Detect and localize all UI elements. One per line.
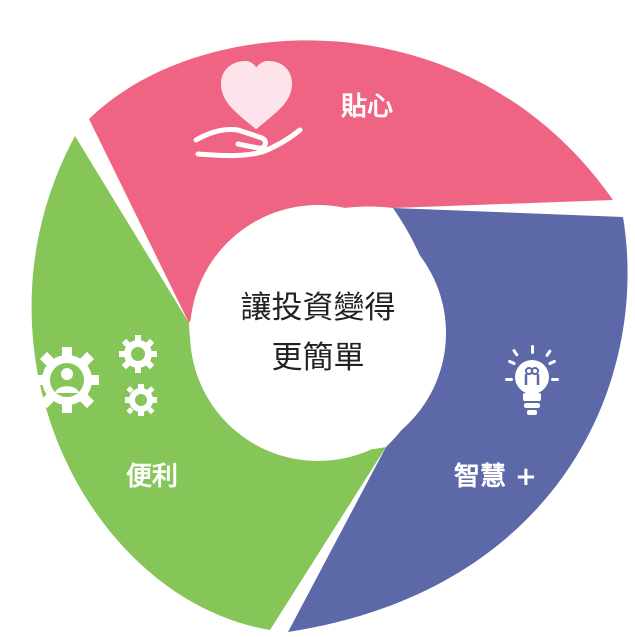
segment-smart [288,208,628,632]
center-title-line2: 更簡單 [272,340,365,376]
segment-convenient [31,136,386,630]
segment-smart-label: 智慧 + [454,462,537,492]
segment-convenient-label: 便利 [126,462,178,492]
lightbulb-icon [505,345,559,415]
segment-care-label: 貼心 [341,91,393,122]
center-title-line1: 讓投資變得 [241,290,396,326]
heart-in-hand-icon [193,60,303,159]
center-circle [190,205,446,461]
gears-person-icon [35,335,157,416]
